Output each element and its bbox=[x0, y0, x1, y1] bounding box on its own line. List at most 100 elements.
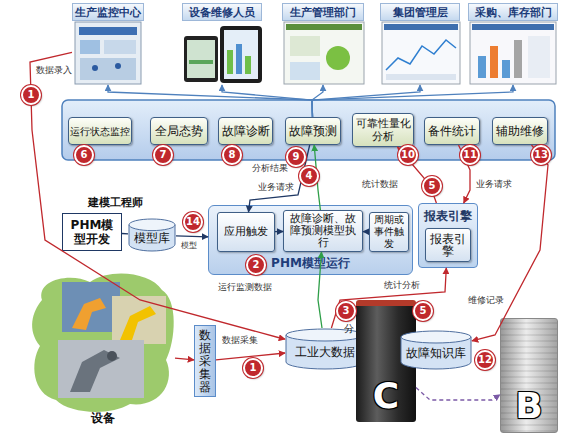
process-box: 故障诊断、故障预测模型执行 bbox=[283, 210, 363, 252]
screen-purchase-part bbox=[490, 46, 498, 78]
screen-tablets bbox=[184, 26, 262, 83]
text-label: 分 bbox=[344, 322, 354, 336]
screen-monitor bbox=[75, 22, 141, 84]
screen-tablets-part bbox=[245, 56, 251, 74]
equipment-photos-part bbox=[72, 298, 106, 330]
connector-line bbox=[312, 85, 323, 117]
edge-label: 统计分析 bbox=[384, 279, 420, 292]
callout-number: 6 bbox=[74, 145, 94, 165]
function-module: 辅助维修 bbox=[492, 117, 548, 145]
edge-label: 业务请求 bbox=[258, 181, 294, 194]
connector-line bbox=[312, 85, 513, 117]
node-text: 故障预测 bbox=[289, 125, 337, 138]
callout-number: 14 bbox=[183, 212, 203, 232]
process-box: 周期或事件触发 bbox=[369, 212, 409, 252]
screen-tablets-part bbox=[220, 26, 262, 83]
function-module: 故障预测 bbox=[285, 117, 341, 145]
node-text: 应用触发 bbox=[224, 226, 268, 238]
screen-purchase-part bbox=[502, 60, 510, 78]
callout-number: 7 bbox=[153, 145, 173, 165]
function-module: 故障诊断 bbox=[218, 117, 273, 145]
callout-number: 8 bbox=[222, 145, 242, 165]
cylinder-top bbox=[129, 219, 175, 231]
node-text: 运行状态监控 bbox=[70, 125, 130, 138]
screen-monitor-part bbox=[80, 58, 136, 80]
screen-tablets-part bbox=[189, 60, 213, 64]
equipment-photos-part bbox=[70, 350, 120, 392]
equipment-photos-part bbox=[62, 282, 120, 332]
node-text: 故障知识库 bbox=[406, 345, 466, 362]
module-band bbox=[62, 100, 555, 160]
user-panel: 采购、库存部门 bbox=[468, 3, 558, 85]
edge-label: 业务请求 bbox=[476, 178, 512, 191]
callout-number: 4 bbox=[299, 166, 319, 186]
edge-label: 数据录入 bbox=[36, 64, 72, 77]
screen-tablets-part bbox=[227, 50, 233, 74]
text-label: 建模工程师 bbox=[88, 195, 143, 210]
screen-production bbox=[284, 22, 364, 84]
database-cylinder: 故障知识库 bbox=[400, 330, 472, 370]
function-module: 可靠性量化分析 bbox=[352, 113, 414, 147]
function-module: 备件统计 bbox=[424, 117, 480, 145]
node-text: 全局态势 bbox=[155, 125, 203, 138]
callout-number: 12 bbox=[475, 350, 495, 370]
edge-label: 统计数据 bbox=[362, 178, 398, 191]
connector-line bbox=[30, 52, 285, 339]
callout-number: 1 bbox=[243, 358, 263, 378]
equipment-photos-part bbox=[107, 351, 117, 361]
callout-number: 5 bbox=[422, 176, 442, 196]
callout-number: 3 bbox=[336, 301, 356, 321]
function-module: 运行状态监控 bbox=[68, 117, 132, 145]
screen-monitor-part bbox=[92, 65, 98, 71]
database-cylinder: 工业大数据 bbox=[285, 328, 365, 370]
screen-group bbox=[382, 22, 460, 84]
process-band: PHM模型运行 应用触发 故障诊断、故障预测模型执行周期或事件触发 bbox=[208, 205, 413, 275]
screen-tablets-part bbox=[187, 40, 215, 78]
function-module: 全局态势 bbox=[150, 117, 208, 145]
screen-monitor-part bbox=[104, 40, 136, 54]
engine-box: 报表引擎报表引擎 bbox=[418, 203, 478, 268]
node-text: B bbox=[501, 385, 557, 426]
screen-purchase-part bbox=[470, 22, 556, 84]
screen-group-part bbox=[384, 24, 458, 30]
callout-number: 1 bbox=[21, 85, 41, 105]
user-panel: 生产监控中心 bbox=[72, 3, 144, 85]
module-band-part bbox=[62, 100, 555, 160]
equipment-photos bbox=[32, 274, 174, 412]
screen-purchase-part bbox=[478, 56, 486, 78]
equipment-group: 设备 bbox=[30, 275, 175, 427]
callout-number: 5 bbox=[413, 301, 433, 321]
node-text: 可靠性量化分析 bbox=[354, 117, 412, 143]
screen-purchase-part bbox=[514, 40, 522, 78]
connector-line bbox=[222, 85, 313, 117]
node-text: 工业大数据 bbox=[295, 344, 355, 361]
node-text: 集团管理层 bbox=[380, 3, 460, 21]
screen-group-part bbox=[382, 22, 460, 84]
node-text: 生产管理部门 bbox=[282, 3, 364, 21]
callout-number: 11 bbox=[460, 145, 480, 165]
screen-purchase-part bbox=[528, 36, 550, 78]
server-tower: B bbox=[500, 318, 558, 433]
node-text: PHM模型运行 bbox=[209, 255, 412, 272]
equipment-photos-part bbox=[32, 274, 174, 412]
node-text: 报表引擎 bbox=[427, 233, 469, 257]
collector-box: 数据采集器 bbox=[194, 325, 216, 397]
node-text: 报表引擎 bbox=[419, 204, 477, 225]
screen-monitor-part bbox=[79, 27, 137, 35]
node-text: 设备 bbox=[30, 410, 175, 427]
callout-number: 9 bbox=[286, 147, 306, 167]
node-text: 设备维修人员 bbox=[182, 3, 262, 21]
equipment-photos-part bbox=[112, 296, 166, 344]
process-box: 应用触发 bbox=[217, 212, 275, 252]
screen-monitor-part bbox=[75, 22, 141, 84]
screen-production-part bbox=[326, 46, 350, 70]
process-box: PHM模型开发 bbox=[62, 213, 122, 251]
user-panel: 设备维修人员 bbox=[182, 3, 262, 85]
screen-monitor-part bbox=[115, 63, 121, 69]
screen-group-part bbox=[386, 74, 456, 80]
screen-monitor-part bbox=[80, 40, 100, 54]
screen-tablets-part bbox=[184, 36, 218, 82]
screen-group-part bbox=[386, 40, 456, 70]
edge-label: 分析结果 bbox=[252, 162, 288, 175]
